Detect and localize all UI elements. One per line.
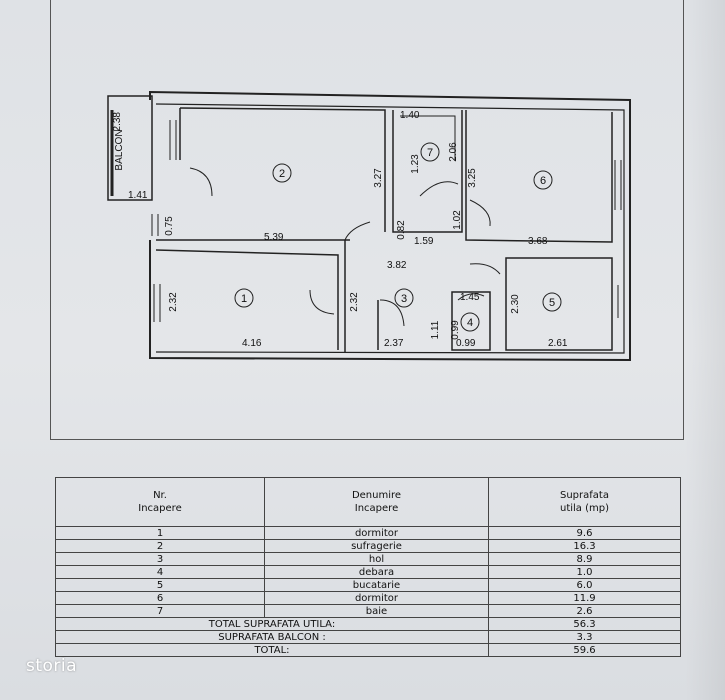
dim-r1-w: 4.16 — [242, 338, 262, 349]
dim-balcon-h: 2.38 — [112, 112, 123, 132]
balcony-outline — [107, 95, 153, 201]
dim-r2-w: 5.39 — [264, 232, 284, 243]
dim-r6-w: 3.68 — [528, 236, 548, 247]
dim-382: 3.82 — [387, 260, 407, 271]
room1-wall — [155, 249, 339, 350]
dim-r1-h: 2.32 — [168, 292, 179, 312]
balcony-label: BALCON — [114, 129, 125, 170]
dim-r3-w: 2.37 — [384, 338, 404, 349]
door-arc — [189, 167, 213, 197]
header-nr: Nr.Incapere — [55, 477, 265, 527]
dim-111: 1.11 — [430, 320, 441, 339]
dim-r6-h: 3.25 — [467, 168, 478, 188]
room-number: 3 — [401, 293, 407, 305]
dim-145: 1.45 — [460, 292, 480, 303]
room7-wall — [392, 110, 463, 233]
dim-r5-h: 2.30 — [510, 294, 521, 314]
room-number: 1 — [241, 293, 247, 305]
room5-wall — [505, 257, 613, 351]
dim-r4-h: 0.99 — [450, 320, 461, 340]
inner-outer-wall — [155, 103, 625, 354]
dim-r7-w: 1.40 — [400, 110, 420, 121]
dim-082: 0.82 — [396, 220, 407, 240]
dim-balcon-w: 1.41 — [128, 190, 148, 201]
dim-r3-h: 2.32 — [349, 292, 360, 312]
balcony-row: SUPRAFATA BALCON :3.3 — [55, 630, 681, 644]
room-number: 4 — [467, 317, 473, 329]
room-number: 2 — [279, 168, 285, 180]
total-row: TOTAL SUPRAFATA UTILA:56.3 — [55, 617, 681, 631]
plan-frame — [50, 0, 684, 440]
dim-r7-h: 1.23 — [410, 154, 421, 174]
dim-r4-w: 0.99 — [456, 338, 476, 349]
floor-plan: 2 1 3 4 5 6 7 BALCON 2.38 1.41 0.75 3.27… — [107, 90, 631, 362]
room-number: 6 — [540, 175, 546, 187]
room4-wall — [451, 291, 491, 351]
room6-wall — [465, 110, 613, 243]
room-number: 5 — [549, 297, 555, 309]
dim-102: 1.02 — [452, 210, 463, 230]
grand-total-row: TOTAL:59.6 — [55, 643, 681, 657]
dim-r2-h: 3.27 — [373, 168, 384, 188]
dim-206: 2.06 — [448, 142, 459, 162]
dim-r5-w: 2.61 — [548, 338, 568, 349]
dim-159: 1.59 — [414, 236, 434, 247]
storia-watermark-logo: storia — [26, 656, 78, 676]
page-edge-shadow — [685, 0, 725, 700]
room-number: 7 — [427, 147, 433, 159]
dim-075: 0.75 — [164, 216, 175, 236]
room2-wall — [179, 107, 386, 232]
outer-wall — [149, 90, 631, 362]
